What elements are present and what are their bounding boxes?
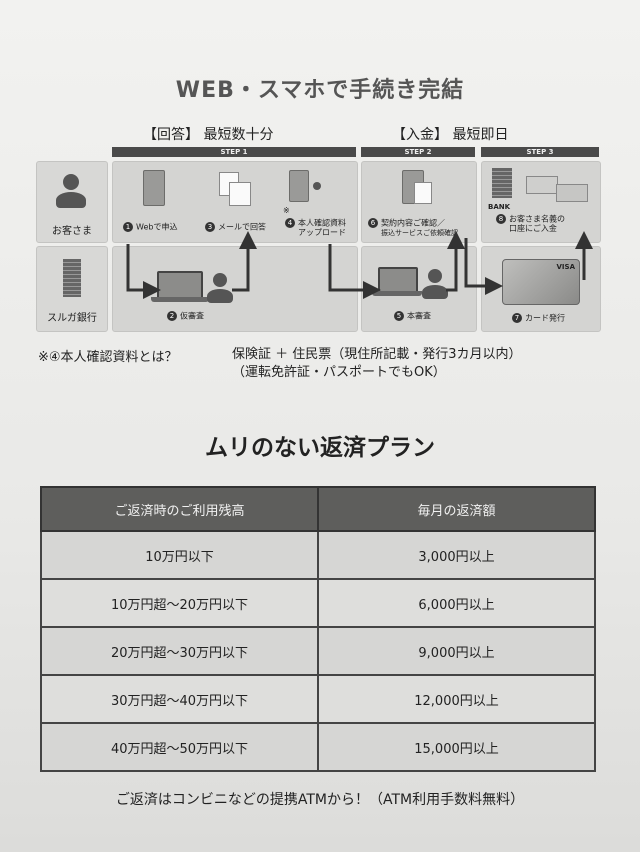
balance-cell: 20万円超〜30万円以下 — [40, 626, 319, 676]
balance-cell: 30万円超〜40万円以下 — [40, 674, 319, 724]
step-bar-1: STEP 1 — [112, 147, 356, 157]
operator-icon-body — [207, 289, 233, 303]
table-row: 40万円超〜50万円以下 15,000円以上 — [40, 722, 596, 772]
person-icon — [63, 174, 79, 190]
arrow-4-to-5 — [328, 244, 381, 299]
actor-label-bank: スルガ銀行 — [47, 313, 97, 324]
credit-card-icon: VISA — [502, 259, 580, 305]
step-bar-3: STEP 3 — [481, 147, 599, 157]
table-row: 10万円以下 3,000円以上 — [40, 530, 596, 580]
monthly-cell: 9,000円以上 — [317, 626, 596, 676]
page-title: WEB・スマホで手続き完結 — [175, 78, 465, 103]
column-header-balance: ご返済時のご利用残高 — [40, 486, 319, 532]
step-bar-2: STEP 2 — [361, 147, 475, 157]
column-header-monthly: 毎月の返済額 — [317, 486, 596, 532]
arrow-5-to-6 — [446, 231, 465, 292]
table-row: 10万円超〜20万円以下 6,000円以上 — [40, 578, 596, 628]
id-note-line1: 保険証 ＋ 住民票（現住所記載・発行3カ月以内） — [232, 347, 522, 362]
table-header-row: ご返済時のご利用残高 毎月の返済額 — [40, 486, 596, 532]
footer-note: ご返済はコンビニなどの提携ATMから！（ATM利用手数料無料） — [115, 792, 525, 808]
stage-label-deposit: 【入金】 最短即日 — [392, 127, 509, 143]
person-icon-body — [56, 192, 86, 208]
building-icon — [63, 259, 81, 297]
smartphone-icon — [143, 170, 165, 206]
step-item-6-line2: 振込サービスご依頼確認 — [381, 229, 458, 237]
table-row: 30万円超〜40万円以下 12,000円以上 — [40, 674, 596, 724]
reviewer-icon — [428, 269, 442, 283]
cash-icon-2 — [556, 184, 588, 202]
id-note-line2: （運転免許証・パスポートでもOK） — [232, 365, 446, 380]
bank-sign: BANK — [488, 203, 511, 211]
monthly-cell: 3,000円以上 — [317, 530, 596, 580]
monthly-cell: 15,000円以上 — [317, 722, 596, 772]
arrow-2-to-3 — [232, 231, 257, 292]
reviewer-icon-body — [422, 285, 448, 299]
balance-cell: 10万円超〜20万円以下 — [40, 578, 319, 628]
arrow-1-to-2 — [126, 244, 161, 299]
balance-cell: 40万円超〜50万円以下 — [40, 722, 319, 772]
monthly-cell: 6,000円以上 — [317, 578, 596, 628]
actor-panel-bank: スルガ銀行 — [36, 246, 108, 332]
id-note-label: ※④本人確認資料とは？ — [38, 350, 178, 365]
monthly-cell: 12,000円以上 — [317, 674, 596, 724]
step-item-4-line2: アップロード — [298, 228, 346, 237]
actor-label-customer: お客さま — [52, 226, 92, 237]
arrow-6-to-7 — [464, 238, 503, 295]
card-brand: VISA — [556, 263, 575, 271]
plan-title: ムリのない返済プラン — [205, 435, 435, 461]
operator-icon — [213, 273, 227, 287]
smartphone-icon-upload — [289, 170, 309, 202]
contract-doc-icon — [414, 182, 432, 204]
balance-cell: 10万円以下 — [40, 530, 319, 580]
laptop-base — [151, 297, 209, 302]
laptop-base-review — [372, 291, 422, 296]
id-photo-icon — [313, 182, 321, 190]
step-item-8-line2: 口座にご入金 — [509, 224, 557, 233]
stage-label-answer: 【回答】 最短数十分 — [143, 127, 274, 143]
step-item-4-mark: ※ — [283, 206, 290, 215]
actor-panel-customer: お客さま — [36, 161, 108, 243]
table-row: 20万円超〜30万円以下 9,000円以上 — [40, 626, 596, 676]
bank-building-icon — [492, 168, 512, 198]
repayment-table: ご返済時のご利用残高 毎月の返済額 10万円以下 3,000円以上 10万円超〜… — [40, 486, 596, 772]
envelope-icon — [229, 182, 251, 206]
